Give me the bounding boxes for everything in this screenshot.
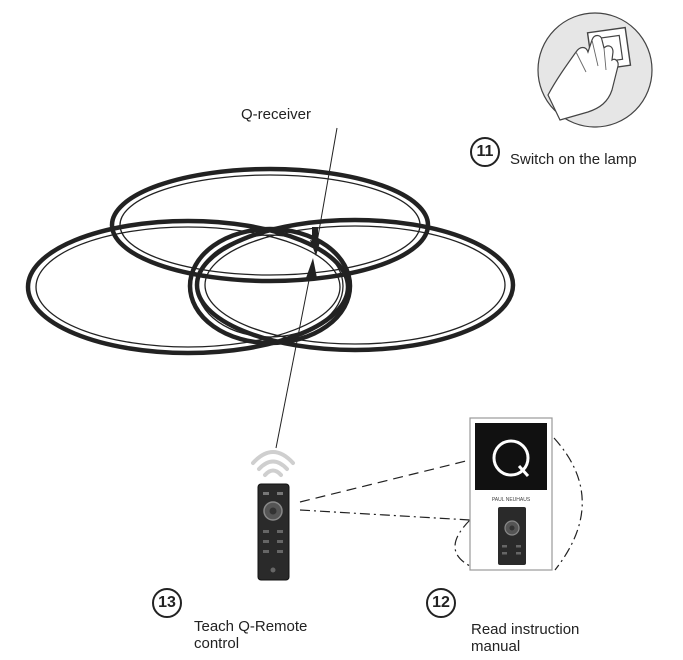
lamp-ring-top xyxy=(109,166,431,284)
read-manual-label-line2: manual xyxy=(471,638,521,655)
wifi-signal-icon xyxy=(251,450,295,477)
manual-callout-lines xyxy=(299,437,583,571)
switch-on-label: Switch on the lamp xyxy=(510,151,637,168)
instruction-manual-icon xyxy=(469,417,553,571)
remote-control-icon xyxy=(257,483,290,581)
ceiling-lamp-rings xyxy=(25,166,516,356)
q-receiver-label: Q-receiver xyxy=(241,106,312,123)
wall-switch-icon xyxy=(537,12,653,128)
lamp-ring-center xyxy=(187,226,353,346)
teach-remote-label-line1: Teach Q-Remote xyxy=(194,618,308,635)
q-receiver-marker xyxy=(312,227,318,245)
signal-arrow xyxy=(275,258,317,449)
manual-small-text: PAUL NEUHAUS xyxy=(492,497,531,503)
teach-remote-label-line2: control xyxy=(194,635,240,652)
lamp-ring-right xyxy=(194,217,516,353)
receiver-pointer xyxy=(310,127,338,256)
step-number-13: 13 xyxy=(152,588,182,618)
read-manual-label-line1: Read instruction xyxy=(471,621,580,638)
step-number-12: 12 xyxy=(426,588,456,618)
step-number-11: 11 xyxy=(470,137,500,167)
